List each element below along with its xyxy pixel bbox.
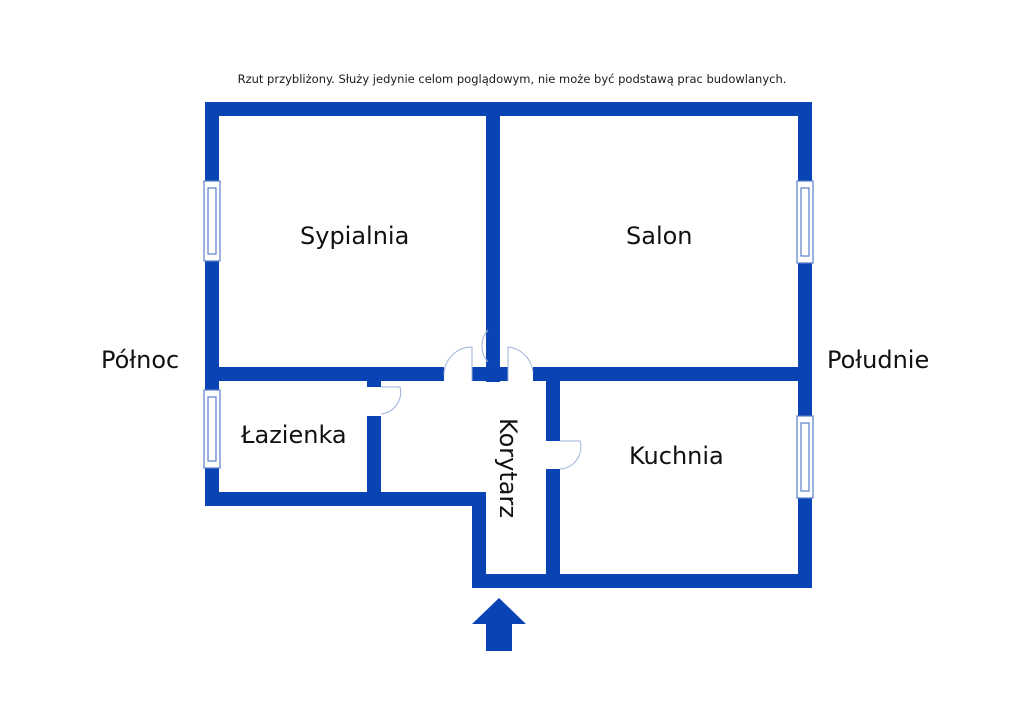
room-label-korytarz: Korytarz xyxy=(494,418,522,518)
wall-bottom-left xyxy=(205,492,486,506)
wall-lazienka-right xyxy=(367,416,381,496)
room-label-lazienka: Łazienka xyxy=(241,421,347,449)
door-salon-arc xyxy=(481,329,489,363)
wall-corridor-left xyxy=(472,492,486,588)
door-lazienka xyxy=(380,386,402,415)
door-kuchnia xyxy=(559,440,582,470)
room-label-kuchnia: Kuchnia xyxy=(629,442,724,470)
windows xyxy=(203,180,814,499)
wall-top xyxy=(205,102,812,116)
wall-lazienka-right-top xyxy=(367,381,381,387)
room-label-salon: Salon xyxy=(626,222,693,250)
door-sypialnia xyxy=(443,346,473,381)
wall-right xyxy=(798,102,812,588)
doors xyxy=(380,329,582,470)
disclaimer-text: Rzut przybliżony. Służy jedynie celom po… xyxy=(237,72,787,86)
direction-north: Północ xyxy=(101,346,180,374)
window-kuchnia xyxy=(796,415,814,499)
wall-sypialnia-bottom xyxy=(219,367,444,381)
wall-kuchnia-left xyxy=(546,469,560,579)
arrow-up-icon xyxy=(472,598,526,651)
wall-salon-bottom xyxy=(533,367,798,381)
wall-bottom xyxy=(472,574,812,588)
window-sypialnia xyxy=(203,180,221,262)
wall-kuchnia-left-top xyxy=(546,381,560,441)
direction-south: Południe xyxy=(827,346,930,374)
wall-sypialnia-salon xyxy=(486,116,500,382)
room-label-sypialnia: Sypialnia xyxy=(300,222,410,250)
window-lazienka xyxy=(203,389,221,469)
window-salon xyxy=(796,180,814,264)
wall-mid-stub xyxy=(472,367,508,381)
door-salon xyxy=(507,346,534,381)
